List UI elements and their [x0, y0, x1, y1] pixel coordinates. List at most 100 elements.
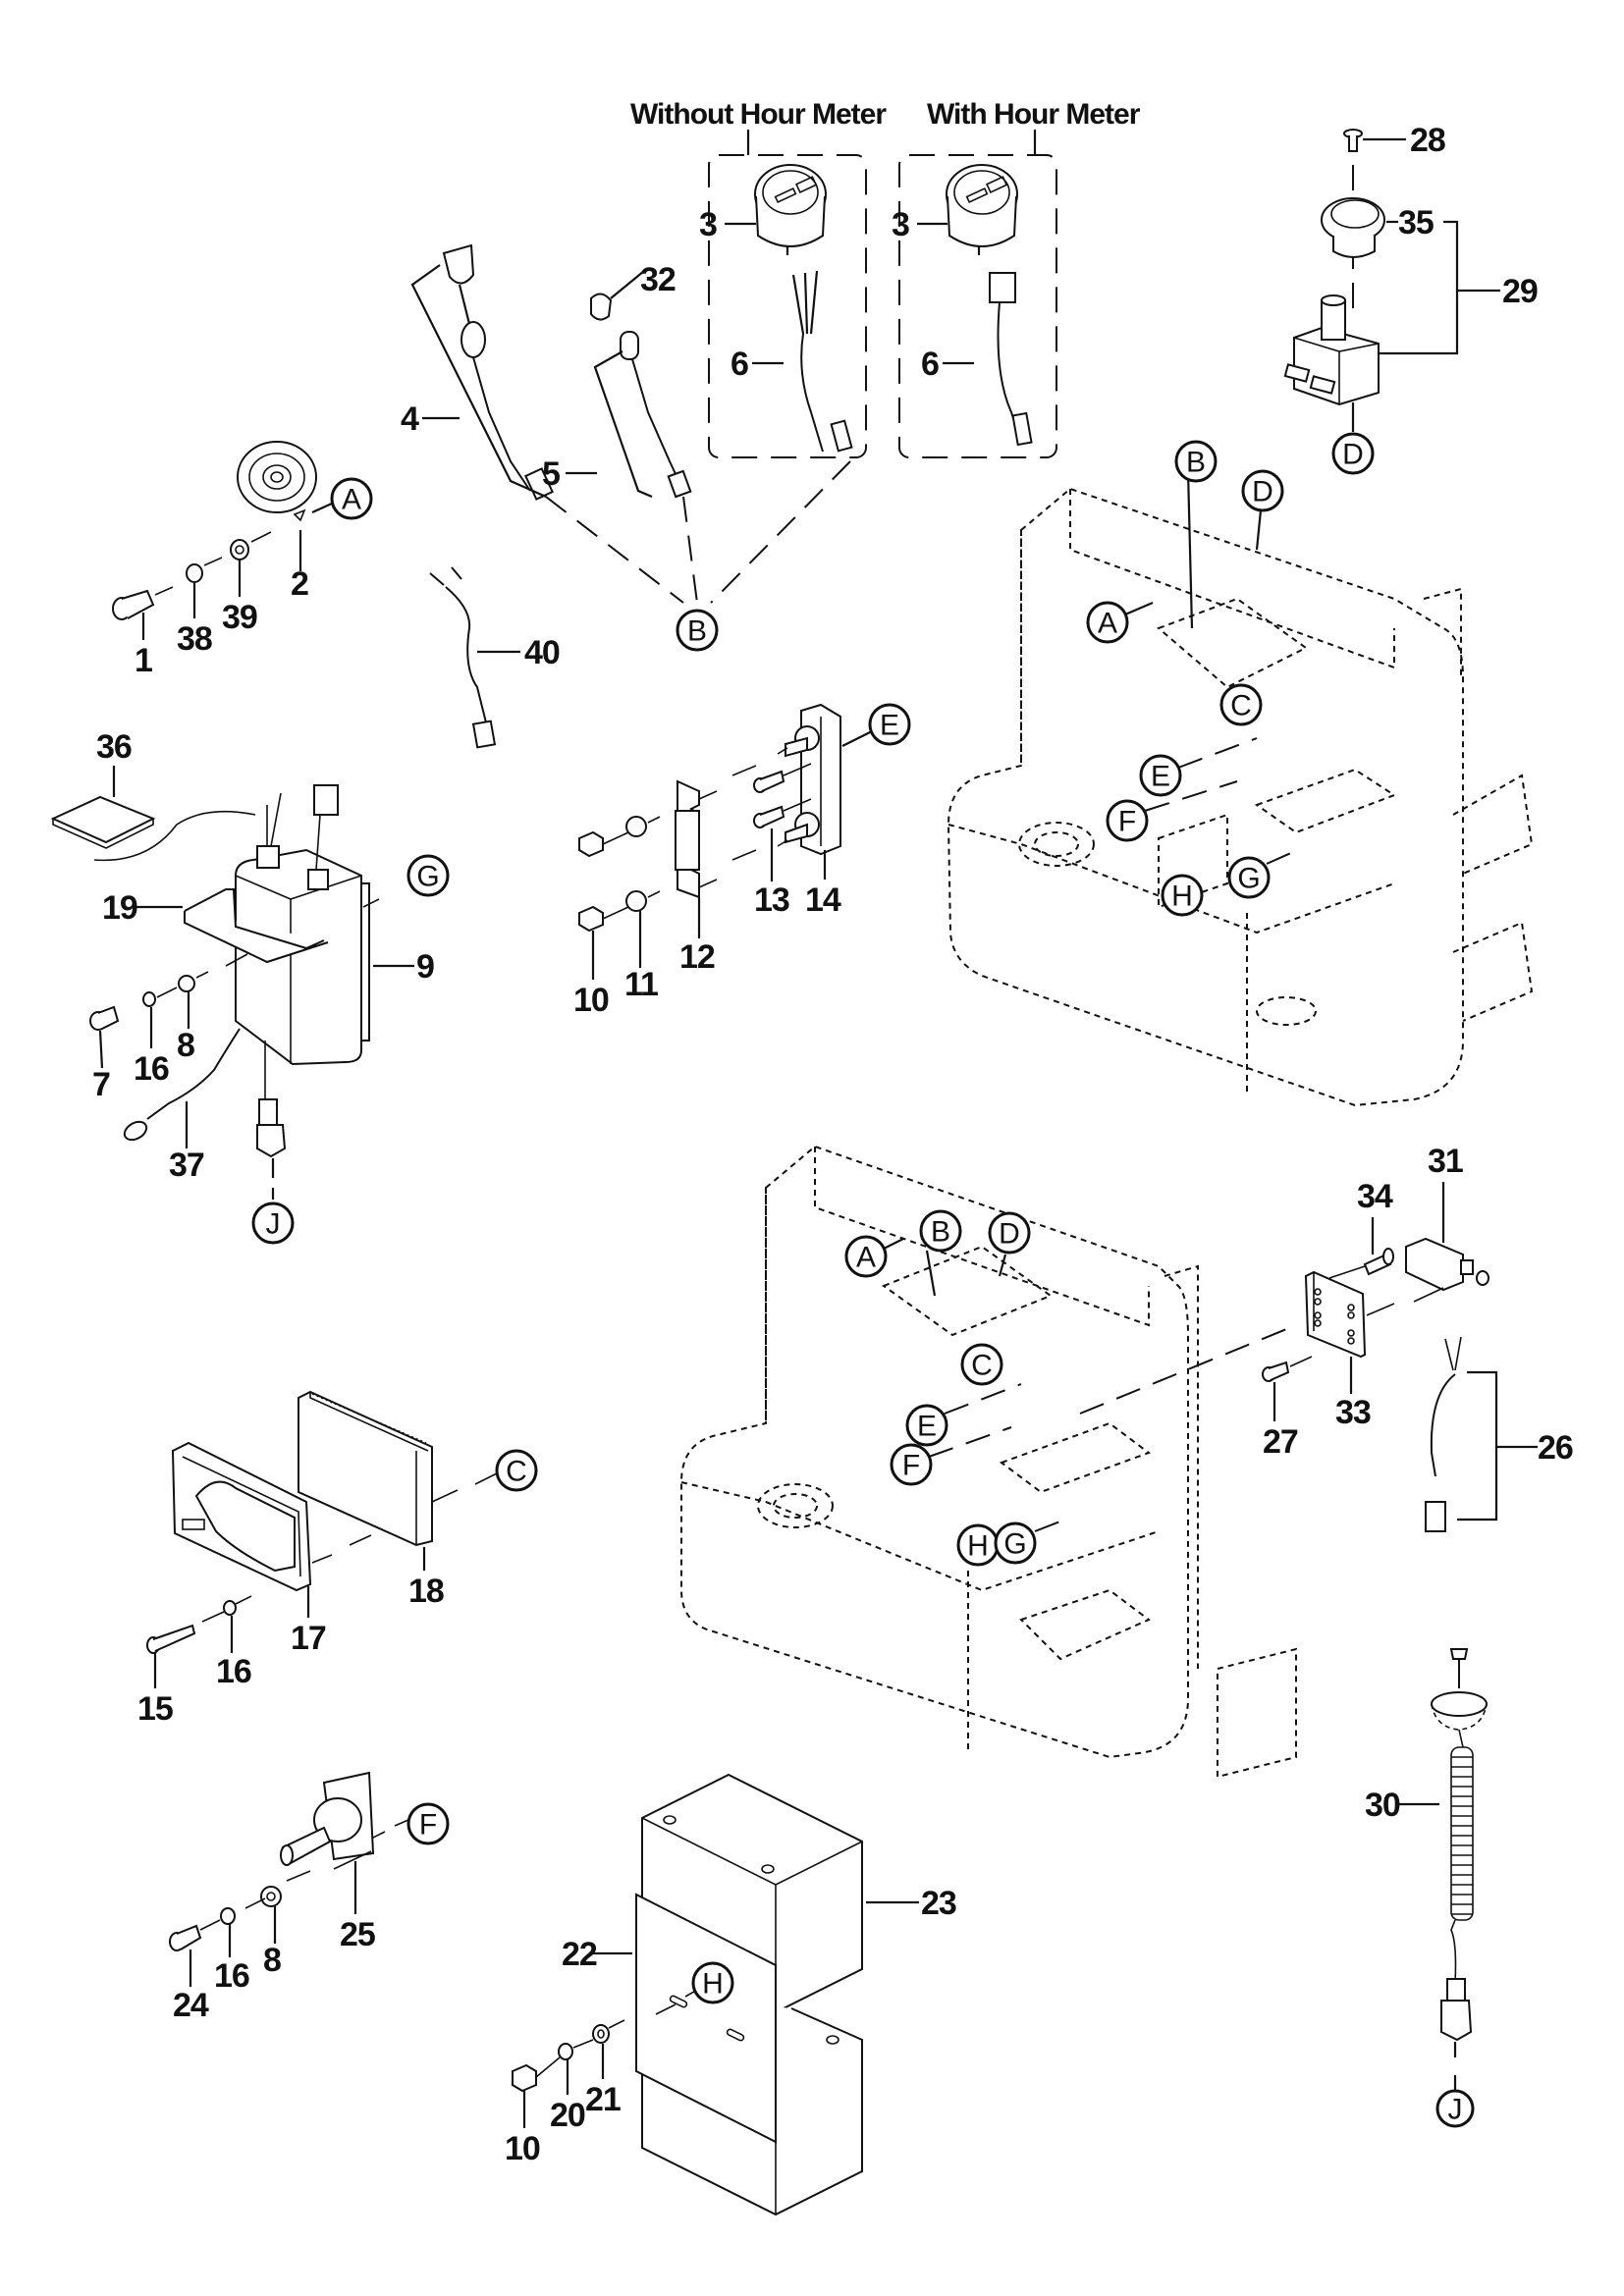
plug-to-J: [256, 1041, 287, 1158]
part-number-2: 2: [291, 565, 308, 603]
part-number-10: 10: [505, 2130, 540, 2167]
part-number-18: 18: [408, 1573, 444, 1610]
chassis-lower: [680, 1145, 1297, 1779]
svg-text:D: D: [1252, 476, 1273, 508]
svg-text:F: F: [902, 1450, 920, 1482]
bracket-19: [184, 888, 329, 964]
bolt-34: [1363, 1248, 1394, 1276]
part-number-27: 27: [1263, 1423, 1298, 1461]
part-number-5: 5: [542, 455, 560, 493]
reference-marker-B: B: [1174, 440, 1218, 483]
part-number-4: 4: [401, 400, 419, 438]
part-number-16: 16: [134, 1050, 169, 1088]
svg-text:B: B: [931, 1216, 950, 1249]
part-number-8: 8: [177, 1027, 194, 1064]
part-number-30: 30: [1365, 1787, 1400, 1824]
part-number-3: 3: [699, 206, 717, 243]
hour-meter-gauge: [946, 164, 1018, 255]
part-number-29: 29: [1502, 273, 1538, 310]
svg-text:E: E: [880, 710, 899, 742]
washer-8: [178, 975, 195, 992]
nut-10: [578, 830, 604, 933]
screw-13: [753, 770, 785, 828]
svg-text:A: A: [856, 1242, 876, 1274]
coiled-cord-30: [1431, 1648, 1488, 2042]
part-number-34: 34: [1357, 1178, 1393, 1215]
washer-16: [223, 1600, 237, 1616]
part-number-36: 36: [96, 728, 132, 766]
battery-plate-22: [635, 1893, 777, 2144]
svg-text:G: G: [1237, 863, 1260, 895]
fuse-12: [675, 779, 700, 899]
svg-text:F: F: [1118, 806, 1136, 838]
part-number-40: 40: [524, 634, 560, 671]
part-number-1: 1: [135, 642, 152, 679]
reference-marker-C: C: [1219, 683, 1263, 726]
micro-switch-31: [1405, 1237, 1489, 1292]
part-number-25: 25: [340, 1916, 375, 1953]
chassis-upper: [947, 487, 1534, 1107]
hour-meter-gauge: [754, 164, 827, 255]
fuse-holder-14: [785, 703, 841, 856]
reference-marker-H: H: [956, 1523, 1000, 1567]
heat-sink-18: [298, 1390, 433, 1547]
part-number-15: 15: [137, 1690, 173, 1728]
washer-16: [142, 991, 156, 1007]
washer-21: [592, 2024, 610, 2044]
svg-text:B: B: [687, 615, 707, 648]
svg-text:F: F: [419, 1809, 437, 1842]
svg-text:D: D: [1342, 439, 1364, 471]
group-box-without: [708, 154, 867, 458]
reference-marker-B: B: [676, 609, 719, 652]
part-number-8: 8: [263, 1942, 281, 1979]
harness-40: [429, 566, 497, 749]
svg-text:G: G: [1003, 1528, 1026, 1561]
bolt-27: [1262, 1361, 1290, 1382]
hour-meter-harness-3wire: [791, 270, 853, 453]
reference-marker-G: G: [994, 1522, 1037, 1565]
reference-marker-E: E: [1139, 754, 1182, 797]
part-number-17: 17: [291, 1620, 326, 1657]
svg-text:C: C: [506, 1456, 527, 1488]
svg-text:C: C: [1230, 690, 1252, 722]
part-number-24: 24: [173, 1987, 209, 2024]
reference-marker-J: J: [251, 1201, 295, 1245]
charger-9: [235, 784, 370, 1066]
header-without-hour-meter: Without Hour Meter: [630, 98, 887, 131]
harness-26: [1425, 1336, 1462, 1532]
reference-marker-A: A: [1086, 601, 1129, 644]
reference-marker-C: C: [495, 1449, 538, 1492]
reference-marker-A: A: [330, 477, 373, 520]
part-number-16: 16: [214, 1957, 249, 1995]
button-35: [1321, 197, 1385, 258]
washer-8: [260, 1886, 282, 1907]
part-number-19: 19: [102, 889, 137, 927]
svg-text:E: E: [1151, 761, 1170, 793]
washer-38: [186, 563, 203, 583]
part-number-14: 14: [805, 881, 841, 919]
part-number-33: 33: [1335, 1394, 1371, 1431]
svg-text:H: H: [967, 1530, 989, 1563]
reference-marker-F: F: [1106, 799, 1149, 842]
switch-29: [1283, 294, 1380, 406]
part-number-21: 21: [585, 2081, 621, 2118]
part-number-28: 28: [1410, 122, 1445, 159]
nut-10: [512, 2063, 537, 2093]
reference-marker-J: J: [1435, 2089, 1475, 2128]
svg-text:H: H: [1171, 881, 1193, 913]
svg-text:G: G: [416, 861, 439, 893]
header-with-hour-meter: With Hour Meter: [927, 98, 1141, 131]
part-number-22: 22: [562, 1936, 597, 1973]
part-number-35: 35: [1398, 204, 1434, 241]
svg-text:B: B: [1186, 447, 1206, 479]
plate-33: [1304, 1270, 1367, 1359]
reference-marker-G: G: [1227, 856, 1271, 899]
hour-meter-harness-connector: [989, 272, 1033, 447]
svg-text:J: J: [1448, 2094, 1463, 2126]
reference-marker-D: D: [1331, 432, 1375, 475]
screw-28: [1343, 129, 1363, 152]
pad-36: [50, 795, 156, 849]
reference-marker-B: B: [919, 1209, 962, 1253]
part-number-7: 7: [92, 1066, 110, 1103]
part-number-12: 12: [679, 938, 715, 976]
